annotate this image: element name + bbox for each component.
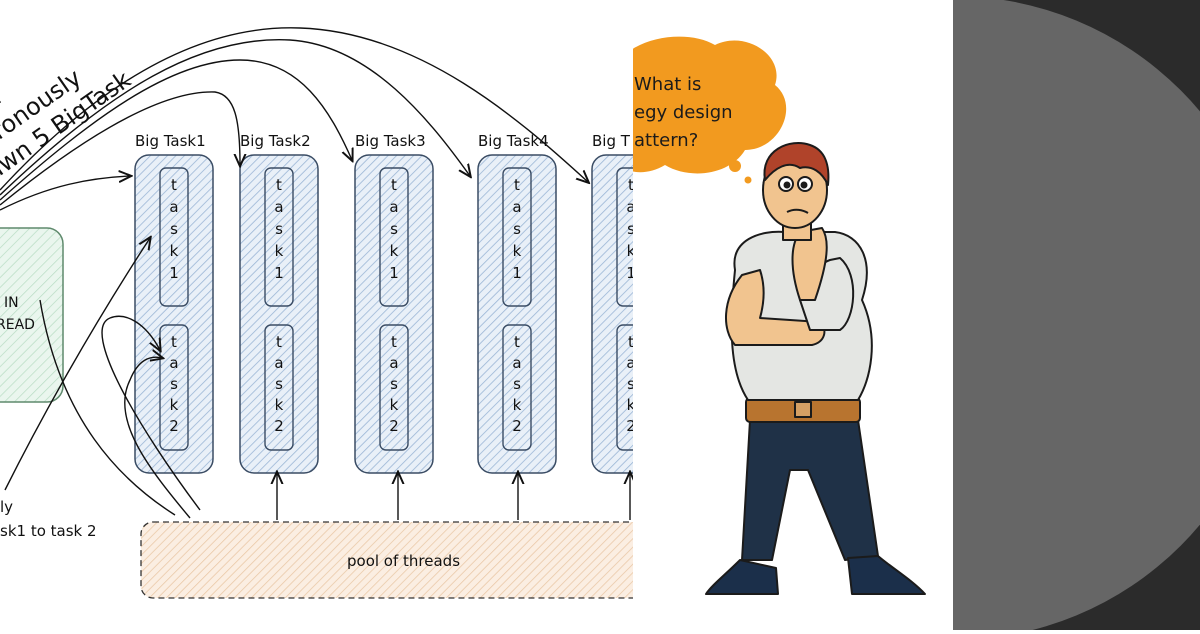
subtask-box — [616, 324, 633, 451]
gray-semicircle — [953, 0, 1200, 630]
arrow-to-task1 — [0, 176, 130, 211]
main-thread-box: IN READ — [0, 227, 64, 403]
subtask-box — [502, 324, 532, 451]
bubble-line-1: What is — [634, 74, 701, 95]
subtask-box — [159, 324, 189, 451]
pool-arrows — [4, 238, 630, 520]
main-thread-label-2: READ — [0, 317, 35, 333]
subtask-box — [159, 167, 189, 307]
subtask-box — [379, 167, 409, 307]
footnote: ly sk1 to task 2 — [0, 498, 97, 540]
subtask-box — [379, 324, 409, 451]
subtask-box — [502, 167, 532, 307]
thinking-man — [705, 142, 926, 595]
big-task-label: Big Task3 — [355, 132, 426, 150]
subtask-box — [264, 324, 294, 451]
pool-label: pool of threads — [347, 552, 460, 570]
dark-decor-panel — [953, 0, 1200, 630]
arrow-to-task4 — [0, 39, 470, 196]
pool-to-task1-arrow — [124, 357, 191, 519]
footnote-line-1: ly — [0, 498, 13, 516]
subtask-box — [264, 167, 294, 307]
arrow-to-task5 — [0, 27, 588, 191]
pool-to-subtask-arrow — [101, 315, 201, 511]
spawn-arrows — [0, 27, 588, 211]
pool-of-threads: pool of threads — [140, 521, 633, 599]
thinking-man-illustration: What is egy design attern? — [633, 0, 953, 630]
bubble-line-3: attern? — [634, 130, 698, 151]
big-task-label: Big Task1 — [135, 132, 206, 150]
footnote-line-2: sk1 to task 2 — [0, 522, 97, 540]
footnote-arrow — [4, 238, 150, 491]
arrow-to-task2 — [0, 91, 240, 206]
long-arrow — [39, 299, 176, 516]
thread-pool-diagram: read chronously awn 5 BigTask IN READ Bi… — [0, 27, 636, 599]
big-task-label: Big T — [592, 132, 631, 150]
thought-bubble: What is egy design attern? — [633, 36, 787, 184]
big-task-label: Big Task2 — [240, 132, 311, 150]
arrow-to-task3 — [0, 59, 352, 201]
main-thread-label-1: IN — [4, 295, 19, 311]
subtask-box — [616, 167, 633, 307]
bubble-line-2: egy design — [634, 102, 733, 123]
big-task-label: Big Task4 — [478, 132, 549, 150]
